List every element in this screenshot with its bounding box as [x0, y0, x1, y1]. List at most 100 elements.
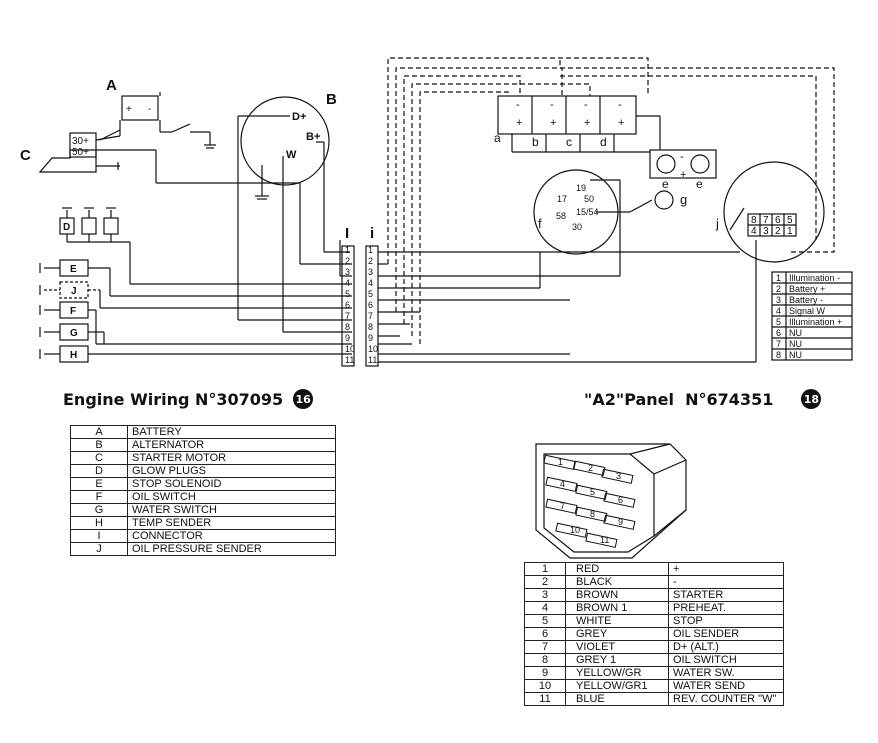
label-relay-c: c: [566, 135, 572, 149]
plug-slot: [603, 514, 636, 530]
wire-number: 7: [524, 640, 566, 654]
legend-key: E: [70, 477, 128, 491]
wire-function: -: [668, 575, 784, 589]
connector-I-pin-5: 5: [345, 289, 350, 299]
wire-color: VIOLET: [565, 640, 669, 654]
legend-key: I: [70, 529, 128, 543]
gauge-pin-number: 6: [776, 328, 781, 338]
gauge-grid-pin-5: 5: [787, 215, 793, 226]
switch-58: 58: [556, 211, 566, 221]
wire-number: 8: [524, 653, 566, 667]
relay-d-minus: -: [618, 99, 622, 111]
terminal-30: 30+: [72, 136, 89, 147]
plug-slot: [545, 498, 578, 514]
wire-color: RED: [565, 562, 669, 576]
battery-plus: +: [126, 104, 132, 115]
legend-key: B: [70, 438, 128, 452]
label-c-starter: C: [20, 147, 31, 164]
connector-i-pin-2: 2: [368, 256, 373, 266]
gauge-pin-number: 1: [776, 273, 781, 283]
plug-slot-number: 11: [600, 535, 609, 545]
terminal-dplus: D+: [292, 111, 306, 123]
relay-b-plus: +: [550, 117, 556, 129]
terminal-w: W: [286, 149, 297, 161]
wire-number: 2: [524, 575, 566, 589]
legend-desc: CONNECTOR: [127, 529, 336, 543]
panel-title-text: "A2"Panel N°674351: [584, 389, 774, 409]
wire-color: GREY: [565, 627, 669, 641]
label-connector-lower: i: [370, 225, 374, 242]
wire-number: 6: [524, 627, 566, 641]
gauge-grid-pin-6: 6: [775, 215, 781, 226]
gauge-pin-label: NU: [789, 339, 802, 349]
gauge-pin-number: 3: [776, 295, 781, 305]
gauge-pin-label: Signal W: [789, 306, 826, 316]
connector-i-pin-5: 5: [368, 289, 373, 299]
wire-color: BLACK: [565, 575, 669, 589]
switch-17: 17: [557, 194, 567, 204]
switch-19: 19: [576, 183, 586, 193]
wire-number: 3: [524, 588, 566, 602]
legend-desc: OIL PRESSURE SENDER: [127, 542, 336, 556]
wire-function: REV. COUNTER "W": [668, 692, 784, 706]
wire-function: OIL SWITCH: [668, 653, 784, 667]
gauge-pin-label: Illumination -: [789, 273, 840, 283]
switch-1554: 15/54: [576, 207, 599, 217]
legend-desc: WATER SWITCH: [127, 503, 336, 517]
wire-function: +: [668, 562, 784, 576]
gauge-pin-label: Battery -: [789, 295, 823, 305]
connector-i-pin-4: 4: [368, 278, 373, 288]
label-gauge-e-right: e: [696, 177, 703, 191]
alternator-circle: [240, 96, 330, 186]
wire-color: YELLOW/GR1: [565, 679, 669, 693]
relay-a-minus: -: [516, 99, 520, 111]
gauge-pin-number: 5: [776, 317, 781, 327]
switch-50: 50: [584, 194, 594, 204]
wire-function: STARTER: [668, 588, 784, 602]
legend-desc: STOP SOLENOID: [127, 477, 336, 491]
wire-function: D+ (ALT.): [668, 640, 784, 654]
relay-c-plus: +: [584, 117, 590, 129]
gauge-grid-pin-7: 7: [763, 215, 769, 226]
wiring-diagram: A B C 30+ 50+ D+ B+ W D E J F G H I i a …: [20, 57, 853, 367]
plug-slot-number: 5: [590, 487, 595, 497]
tachometer-circle: [723, 161, 825, 263]
connector-i-pin-3: 3: [368, 267, 373, 277]
connector-I-pin-10: 10: [345, 344, 355, 354]
wire-number: 1: [524, 562, 566, 576]
engine-title-text: Engine Wiring N°307095: [63, 389, 284, 409]
plug-slot-number: 2: [588, 463, 593, 473]
label-a-battery: A: [106, 77, 117, 94]
legend-key: H: [70, 516, 128, 530]
gauge-pin-number: 2: [776, 284, 781, 294]
connector-i-pin-11: 11: [368, 355, 377, 365]
connector-I-pin-3: 3: [345, 267, 350, 277]
gauge-grid-pin-8: 8: [751, 215, 757, 226]
legend-key: D: [70, 464, 128, 478]
plug-slot: [575, 506, 608, 522]
connector-i-pin-10: 10: [368, 344, 378, 354]
wire-number: 4: [524, 601, 566, 615]
legend-desc: ALTERNATOR: [127, 438, 336, 452]
label-h-temp-sender: H: [70, 350, 77, 361]
connector-I-pin-2: 2: [345, 256, 350, 266]
plug-slot-number: 3: [616, 471, 621, 481]
connector-I-pin-6: 6: [345, 300, 350, 310]
label-b-alternator: B: [326, 91, 337, 108]
legend-key: A: [70, 425, 128, 439]
relay-c-minus: -: [584, 99, 588, 111]
gauge-grid-pin-1: 1: [787, 226, 793, 237]
wire-color: BROWN: [565, 588, 669, 602]
legend-key: J: [70, 542, 128, 556]
plug-slot: [555, 522, 588, 538]
gauge-pin-number: 7: [776, 339, 781, 349]
gauge-pin-label: NU: [789, 350, 802, 360]
